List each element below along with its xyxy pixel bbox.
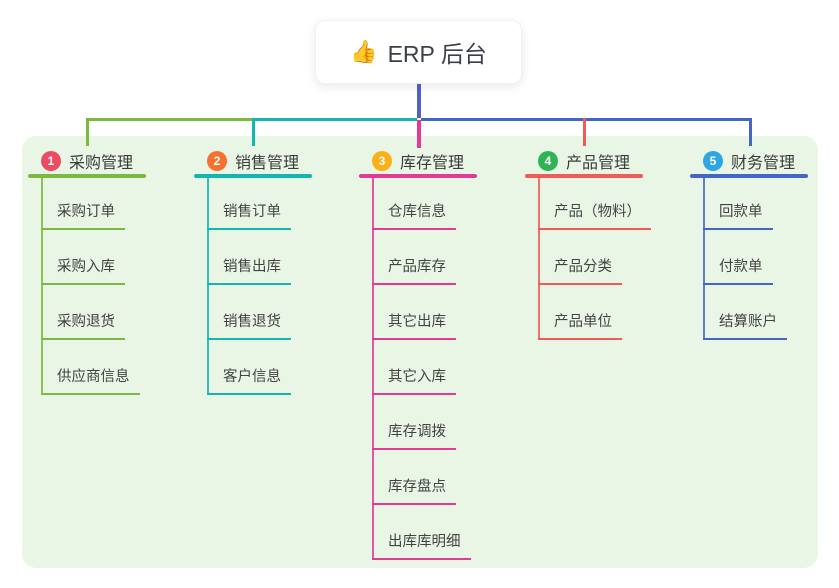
branch5-drop-line	[749, 118, 752, 146]
mindmap-node[interactable]: 产品（物料）	[538, 202, 651, 230]
branch-label-text: 产品管理	[565, 155, 630, 172]
mindmap-node[interactable]: 采购入库	[41, 257, 125, 285]
branch-label-text: 财务管理	[730, 155, 795, 172]
children-connector-line	[703, 178, 705, 340]
mindmap-node[interactable]: 采购订单	[41, 202, 125, 230]
children-connector-line	[41, 178, 43, 395]
mindmap-node[interactable]: 结算账户	[703, 312, 787, 340]
branch-sales-label[interactable]: 2 销售管理	[194, 148, 312, 174]
branch-inventory: 3 库存管理 仓库信息 产品库存 其它出库 其它入库 库存调拨 库存盘点 出库库…	[359, 148, 489, 560]
branch-sales: 2 销售管理 销售订单 销售出库 销售退货 客户信息	[194, 148, 324, 395]
mindmap-node[interactable]: 库存盘点	[372, 477, 456, 505]
branch4-drop-line	[583, 118, 586, 146]
branch-label-text: 销售管理	[234, 155, 299, 172]
branch-product-label[interactable]: 4 产品管理	[525, 148, 643, 174]
mindmap-node[interactable]: 其它出库	[372, 312, 456, 340]
branch5-horizontal-line	[421, 118, 752, 121]
mindmap-node[interactable]: 产品库存	[372, 257, 456, 285]
branch-inventory-label[interactable]: 3 库存管理	[359, 148, 477, 174]
mindmap-node[interactable]: 供应商信息	[41, 367, 140, 395]
branch-underline	[28, 174, 146, 178]
branch-finance: 5 财务管理 回款单 付款单 结算账户	[690, 148, 820, 340]
root-label: ERP 后台	[387, 41, 487, 67]
branch-underline	[359, 174, 477, 178]
branch-finance-label[interactable]: 5 财务管理	[690, 148, 808, 174]
mindmap-node[interactable]: 出库库明细	[372, 532, 471, 560]
children-connector-line	[207, 178, 209, 395]
thumbs-up-icon: 👍	[350, 39, 378, 64]
branch-underline	[194, 174, 312, 178]
branch-label-text: 采购管理	[68, 155, 133, 172]
mindmap-node[interactable]: 其它入库	[372, 367, 456, 395]
branch2-drop-line	[252, 118, 255, 146]
mindmap-node[interactable]: 库存调拨	[372, 422, 456, 450]
mindmap-node[interactable]: 回款单	[703, 202, 773, 230]
background-panel	[22, 136, 818, 568]
branch-label-text: 库存管理	[399, 155, 464, 172]
branch-purchase: 1 采购管理 采购订单 采购入库 采购退货 供应商信息	[28, 148, 158, 395]
mindmap-node[interactable]: 销售退货	[207, 312, 291, 340]
badge-1: 1	[40, 151, 61, 171]
branch3-drop-line	[417, 120, 421, 148]
badge-3: 3	[371, 151, 392, 171]
branch-product: 4 产品管理 产品（物料） 产品分类 产品单位	[525, 148, 655, 340]
badge-2: 2	[206, 151, 227, 171]
mindmap-node[interactable]: 仓库信息	[372, 202, 456, 230]
branch2-horizontal-line	[253, 118, 417, 121]
mindmap-node[interactable]: 产品分类	[538, 257, 622, 285]
branch-underline	[690, 174, 808, 178]
mindmap-node[interactable]: 销售订单	[207, 202, 291, 230]
root-connector-line	[417, 84, 421, 118]
children-connector-line	[372, 178, 374, 560]
mindmap-node[interactable]: 付款单	[703, 257, 773, 285]
badge-5: 5	[702, 151, 723, 171]
branch1-drop-line	[86, 118, 89, 146]
branch-purchase-label[interactable]: 1 采购管理	[28, 148, 146, 174]
mindmap-node[interactable]: 产品单位	[538, 312, 622, 340]
branch-underline	[525, 174, 643, 178]
root-node[interactable]: 👍 ERP 后台	[315, 20, 522, 84]
mindmap-node[interactable]: 采购退货	[41, 312, 125, 340]
badge-4: 4	[537, 151, 558, 171]
branch1-horizontal-line	[87, 118, 253, 121]
children-connector-line	[538, 178, 540, 340]
mindmap-node[interactable]: 销售出库	[207, 257, 291, 285]
mindmap-node[interactable]: 客户信息	[207, 367, 291, 395]
